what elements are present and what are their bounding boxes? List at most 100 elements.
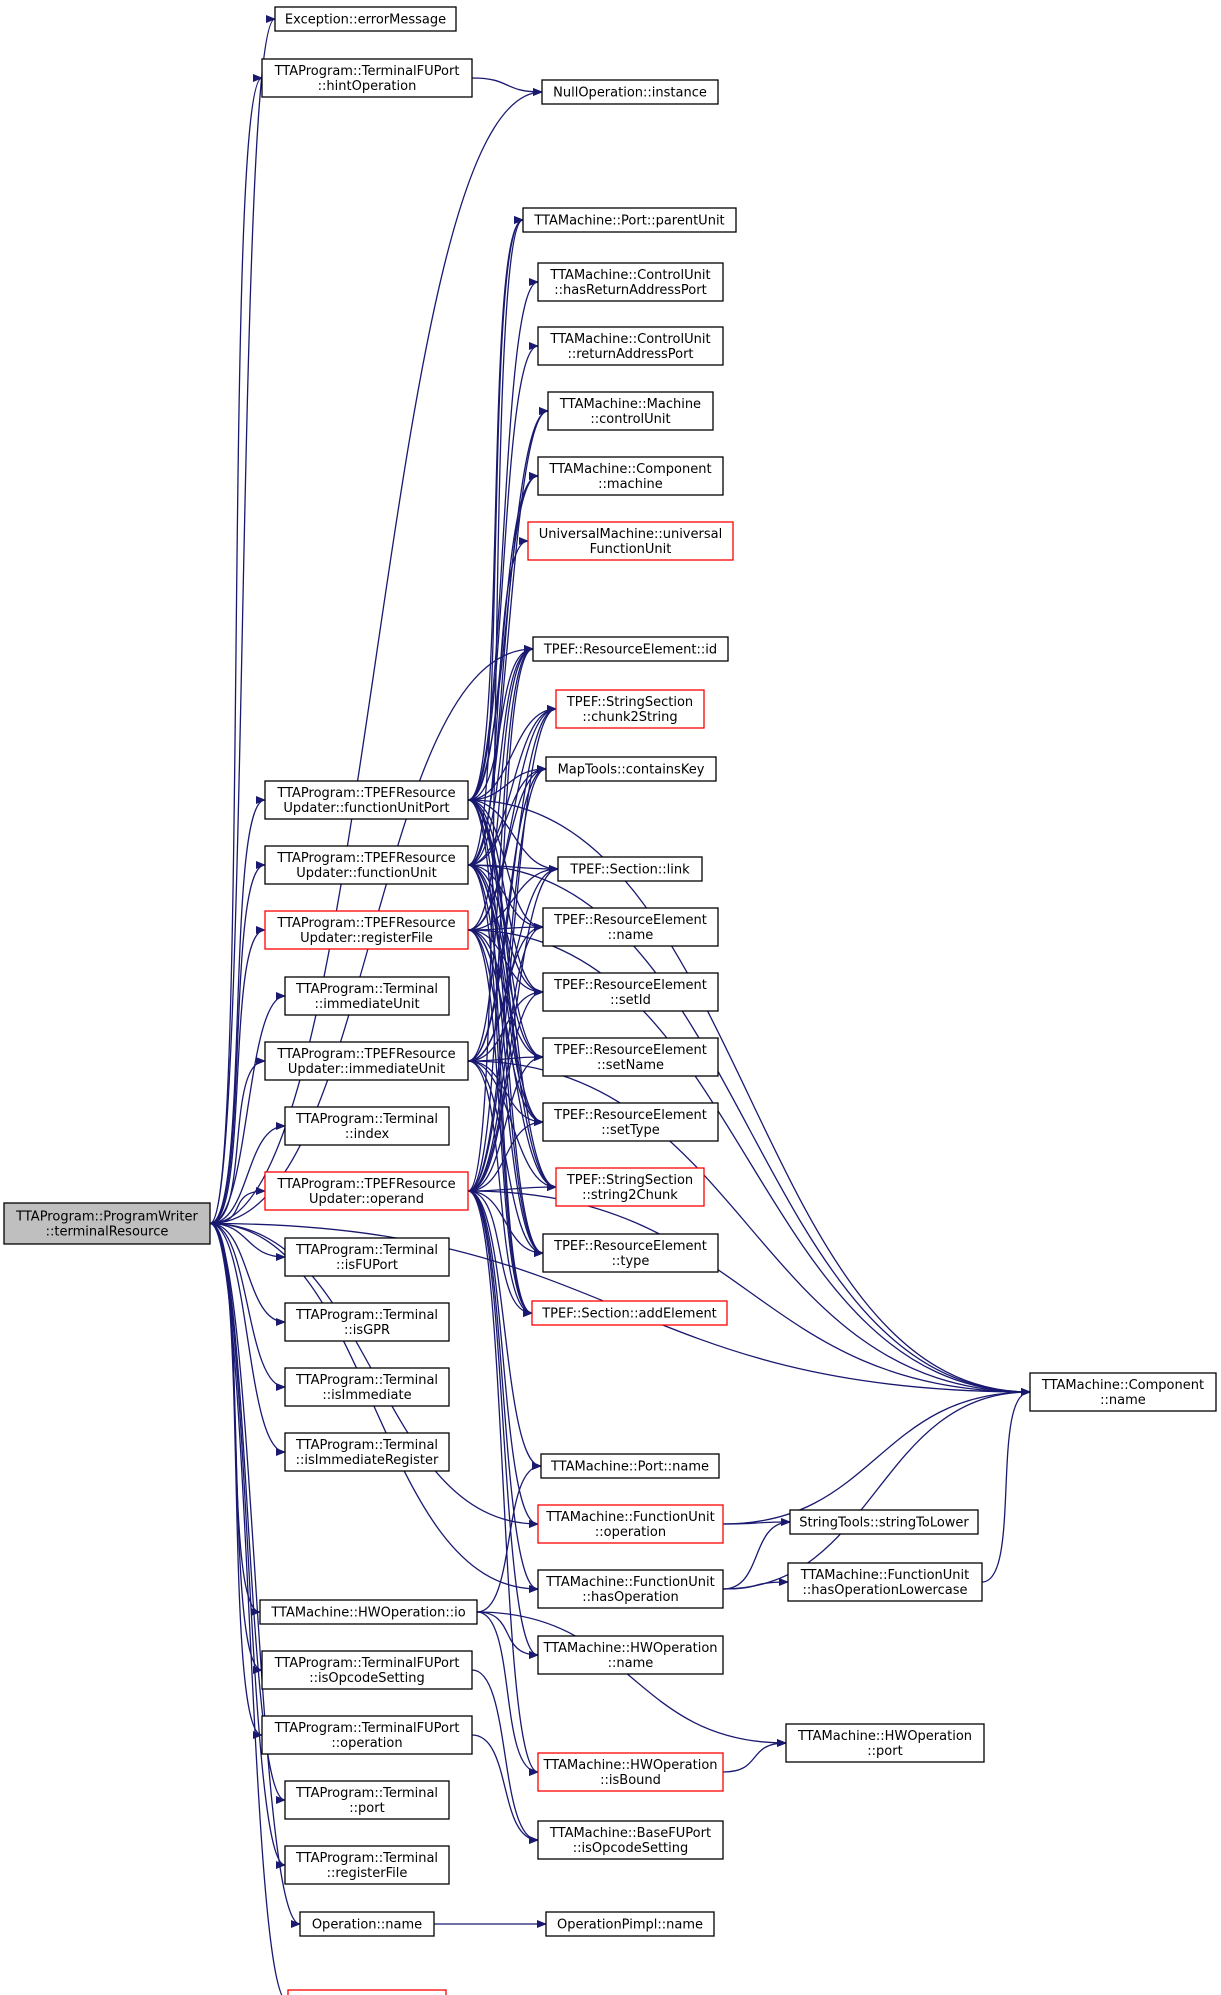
node-label-line: TTAProgram::Terminal	[295, 1308, 438, 1323]
node-label-line: TTAProgram::Terminal	[295, 1438, 438, 1453]
node-ttaprogram-terminal-port[interactable]: TTAProgram::Terminal::port	[284, 1780, 450, 1820]
node-ttamachine-hwoperation-name[interactable]: TTAMachine::HWOperation::name	[537, 1635, 724, 1675]
node-exception-setcause[interactable]: Exception::setCause	[287, 1989, 447, 1995]
node-box	[531, 1300, 728, 1326]
node-ttamachine-port-parentunit[interactable]: TTAMachine::Port::parentUnit	[522, 207, 737, 233]
node-ttaprogram-terminalfuport-operation[interactable]: TTAProgram::TerminalFUPort::operation	[261, 1715, 473, 1755]
node-box	[274, 6, 457, 32]
node-tpef-stringsection-string2chunk[interactable]: TPEF::StringSection::string2Chunk	[555, 1167, 705, 1207]
node-nulloperation-instance[interactable]: NullOperation::instance	[541, 79, 719, 105]
node-box	[785, 1723, 985, 1763]
node-tpef-resourceelement-setname[interactable]: TPEF::ResourceElement::setName	[542, 1037, 719, 1077]
node-ttaprogram-tpefresource-updater-immediateunit[interactable]: TTAProgram::TPEFResourceUpdater::immedia…	[264, 1041, 469, 1081]
node-box	[264, 910, 469, 950]
node-tpef-resourceelement-settype[interactable]: TPEF::ResourceElement::setType	[542, 1102, 719, 1142]
node-label-line: ::port	[349, 1801, 384, 1816]
node-label-line: TTAMachine::Port::parentUnit	[533, 214, 724, 229]
node-label-line: TPEF::ResourceElement	[553, 1043, 707, 1058]
node-box	[261, 58, 473, 98]
call-edge	[467, 1190, 539, 1659]
node-label-line: TPEF::ResourceElement	[553, 913, 707, 928]
node-tpef-resourceelement-setid[interactable]: TPEF::ResourceElement::setId	[542, 972, 719, 1012]
call-edge	[467, 1190, 539, 1776]
node-stringtools-stringtolower[interactable]: StringTools::stringToLower	[789, 1509, 979, 1535]
node-box	[537, 1635, 724, 1675]
node-label-line: TTAProgram::Terminal	[295, 1373, 438, 1388]
node-ttamachine-hwoperation-io[interactable]: TTAMachine::HWOperation::io	[259, 1599, 478, 1625]
node-box	[542, 1233, 719, 1273]
node-ttamachine-hwoperation-port[interactable]: TTAMachine::HWOperation::port	[785, 1723, 985, 1763]
node-ttaprogram-terminal-isimmediate[interactable]: TTAProgram::Terminal::isImmediate	[284, 1367, 450, 1407]
node-label-line: TTAMachine::BaseFUPort	[549, 1826, 711, 1841]
call-edge	[467, 705, 557, 866]
node-box	[3, 1202, 211, 1245]
node-label-line: ::operation	[595, 1525, 666, 1540]
node-label-line: Exception::errorMessage	[285, 13, 446, 28]
node-ttaprogram-terminal-immediateunit[interactable]: TTAProgram::Terminal::immediateUnit	[284, 976, 450, 1016]
node-ttaprogram-terminal-index[interactable]: TTAProgram::Terminal::index	[284, 1106, 450, 1146]
node-tpef-section-addelement[interactable]: TPEF::Section::addElement	[531, 1300, 728, 1326]
node-ttamachine-port-name[interactable]: TTAMachine::Port::name	[540, 1453, 720, 1479]
call-edge	[467, 1118, 544, 1192]
node-tpef-stringsection-chunk2string[interactable]: TPEF::StringSection::chunk2String	[555, 689, 705, 729]
call-edge	[722, 1388, 1031, 1590]
node-box	[284, 1780, 450, 1820]
node-ttaprogram-programwriter-terminalresource[interactable]: TTAProgram::ProgramWriter::terminalResou…	[3, 1202, 211, 1245]
node-label-line: TTAProgram::Terminal	[295, 1243, 438, 1258]
node-ttaprogram-terminal-isgpr[interactable]: TTAProgram::Terminal::isGPR	[284, 1302, 450, 1342]
node-ttaprogram-tpefresource-updater-registerfile[interactable]: TTAProgram::TPEFResourceUpdater::registe…	[264, 910, 469, 950]
node-ttaprogram-terminal-isimmediateregister[interactable]: TTAProgram::Terminal::isImmediateRegiste…	[284, 1432, 450, 1472]
node-label-line: ::controlUnit	[590, 412, 670, 427]
node-label-line: TTAMachine::Component	[548, 462, 711, 477]
node-box	[555, 1167, 705, 1207]
node-operationpimpl-name[interactable]: OperationPimpl::name	[545, 1911, 715, 1937]
node-label-line: ::isOpcodeSetting	[309, 1671, 425, 1686]
node-label-line: ::isBound	[600, 1773, 661, 1788]
call-edge	[467, 988, 544, 1062]
node-ttamachine-basefuport-isopcodesetting[interactable]: TTAMachine::BaseFUPort::isOpcodeSetting	[537, 1820, 724, 1860]
node-ttamachine-hwoperation-isbound[interactable]: TTAMachine::HWOperation::isBound	[537, 1752, 724, 1792]
node-ttaprogram-terminal-registerfile[interactable]: TTAProgram::Terminal::registerFile	[284, 1845, 450, 1885]
call-edge	[722, 1518, 791, 1527]
call-edge	[476, 1611, 787, 1747]
node-ttamachine-functionunit-hasoperation[interactable]: TTAMachine::FunctionUnit::hasOperation	[537, 1569, 724, 1609]
node-box	[545, 756, 717, 782]
node-box	[540, 1453, 720, 1479]
node-ttamachine-component-name[interactable]: TTAMachine::Component::name	[1029, 1372, 1217, 1412]
call-edge	[209, 1222, 286, 1391]
node-label-line: TTAProgram::Terminal	[295, 1851, 438, 1866]
node-exception-errormessage[interactable]: Exception::errorMessage	[274, 6, 457, 32]
node-ttaprogram-tpefresource-updater-functionunit[interactable]: TTAProgram::TPEFResourceUpdater::functio…	[264, 845, 469, 885]
node-ttamachine-functionunit-operation[interactable]: TTAMachine::FunctionUnit::operation	[537, 1504, 724, 1544]
call-edge	[467, 929, 1031, 1396]
node-label-line: Operation::name	[312, 1918, 422, 1933]
node-ttamachine-functionunit-hasoperationlowercase[interactable]: TTAMachine::FunctionUnit::hasOperationLo…	[787, 1562, 983, 1602]
node-box	[557, 856, 703, 882]
node-box	[537, 262, 724, 302]
node-ttamachine-controlunit-hasreturnaddressport[interactable]: TTAMachine::ControlUnit::hasReturnAddres…	[537, 262, 724, 302]
node-ttaprogram-terminalfuport-isopcodesetting[interactable]: TTAProgram::TerminalFUPort::isOpcodeSett…	[261, 1650, 473, 1690]
node-ttaprogram-tpefresource-updater-functionunitport[interactable]: TTAProgram::TPEFResourceUpdater::functio…	[264, 780, 469, 820]
node-tpef-resourceelement-name[interactable]: TPEF::ResourceElement::name	[542, 907, 719, 947]
node-ttamachine-controlunit-returnaddressport[interactable]: TTAMachine::ControlUnit::returnAddressPo…	[537, 326, 724, 366]
node-tpef-resourceelement-type[interactable]: TPEF::ResourceElement::type	[542, 1233, 719, 1273]
call-edge	[467, 765, 547, 866]
node-maptools-containskey[interactable]: MapTools::containsKey	[545, 756, 717, 782]
node-ttamachine-component-machine[interactable]: TTAMachine::Component::machine	[537, 456, 724, 496]
call-edge	[209, 796, 266, 1225]
node-box	[542, 1037, 719, 1077]
node-ttaprogram-terminal-isfuport[interactable]: TTAProgram::Terminal::isFUPort	[284, 1237, 450, 1277]
node-ttamachine-machine-controlunit[interactable]: TTAMachine::Machine::controlUnit	[547, 391, 714, 431]
node-box	[1029, 1372, 1217, 1412]
node-ttaprogram-terminalfuport-hintoperation[interactable]: TTAProgram::TerminalFUPort::hintOperatio…	[261, 58, 473, 98]
node-label-line: ::name	[608, 1656, 654, 1671]
node-operation-name[interactable]: Operation::name	[299, 1911, 435, 1937]
call-edge	[467, 645, 534, 866]
node-tpef-section-link[interactable]: TPEF::Section::link	[557, 856, 703, 882]
call-edge	[467, 929, 544, 996]
node-box	[287, 1989, 447, 1995]
node-tpef-resourceelement-id[interactable]: TPEF::ResourceElement::id	[532, 636, 729, 662]
call-edge	[467, 1190, 1031, 1396]
